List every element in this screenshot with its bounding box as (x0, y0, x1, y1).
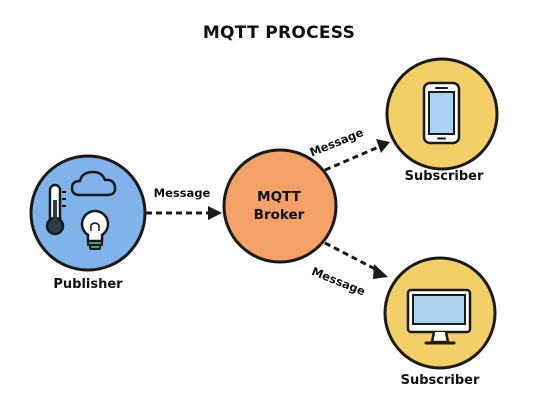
desktop-monitor-icon (406, 288, 472, 345)
cloud-icon (70, 170, 117, 197)
broker-label-line1: MQTT (257, 189, 301, 205)
arrow-broker-to-subscriber-bottom (324, 241, 388, 279)
subscriber-bottom-label: Subscriber (401, 373, 480, 388)
subscriber-top-node (385, 57, 499, 171)
thermometer-icon (45, 183, 66, 236)
broker-node (222, 148, 338, 264)
publisher-node (29, 154, 147, 272)
message-label-to-broker: Message (154, 186, 211, 200)
message-label-to-subscriber-top: Message (308, 125, 366, 159)
diagram-title: MQTT PROCESS (203, 23, 355, 43)
publisher-label: Publisher (53, 277, 123, 292)
subscriber-bottom-node (383, 256, 497, 370)
broker-label-line2: Broker (254, 207, 305, 223)
smartphone-icon (422, 81, 461, 145)
subscriber-top-label: Subscriber (405, 169, 484, 184)
arrow-broker-to-subscriber-top (324, 139, 390, 172)
arrow-publisher-to-broker (146, 206, 222, 220)
message-label-to-subscriber-bottom: Message (310, 264, 368, 298)
light-bulb-icon (80, 209, 110, 250)
